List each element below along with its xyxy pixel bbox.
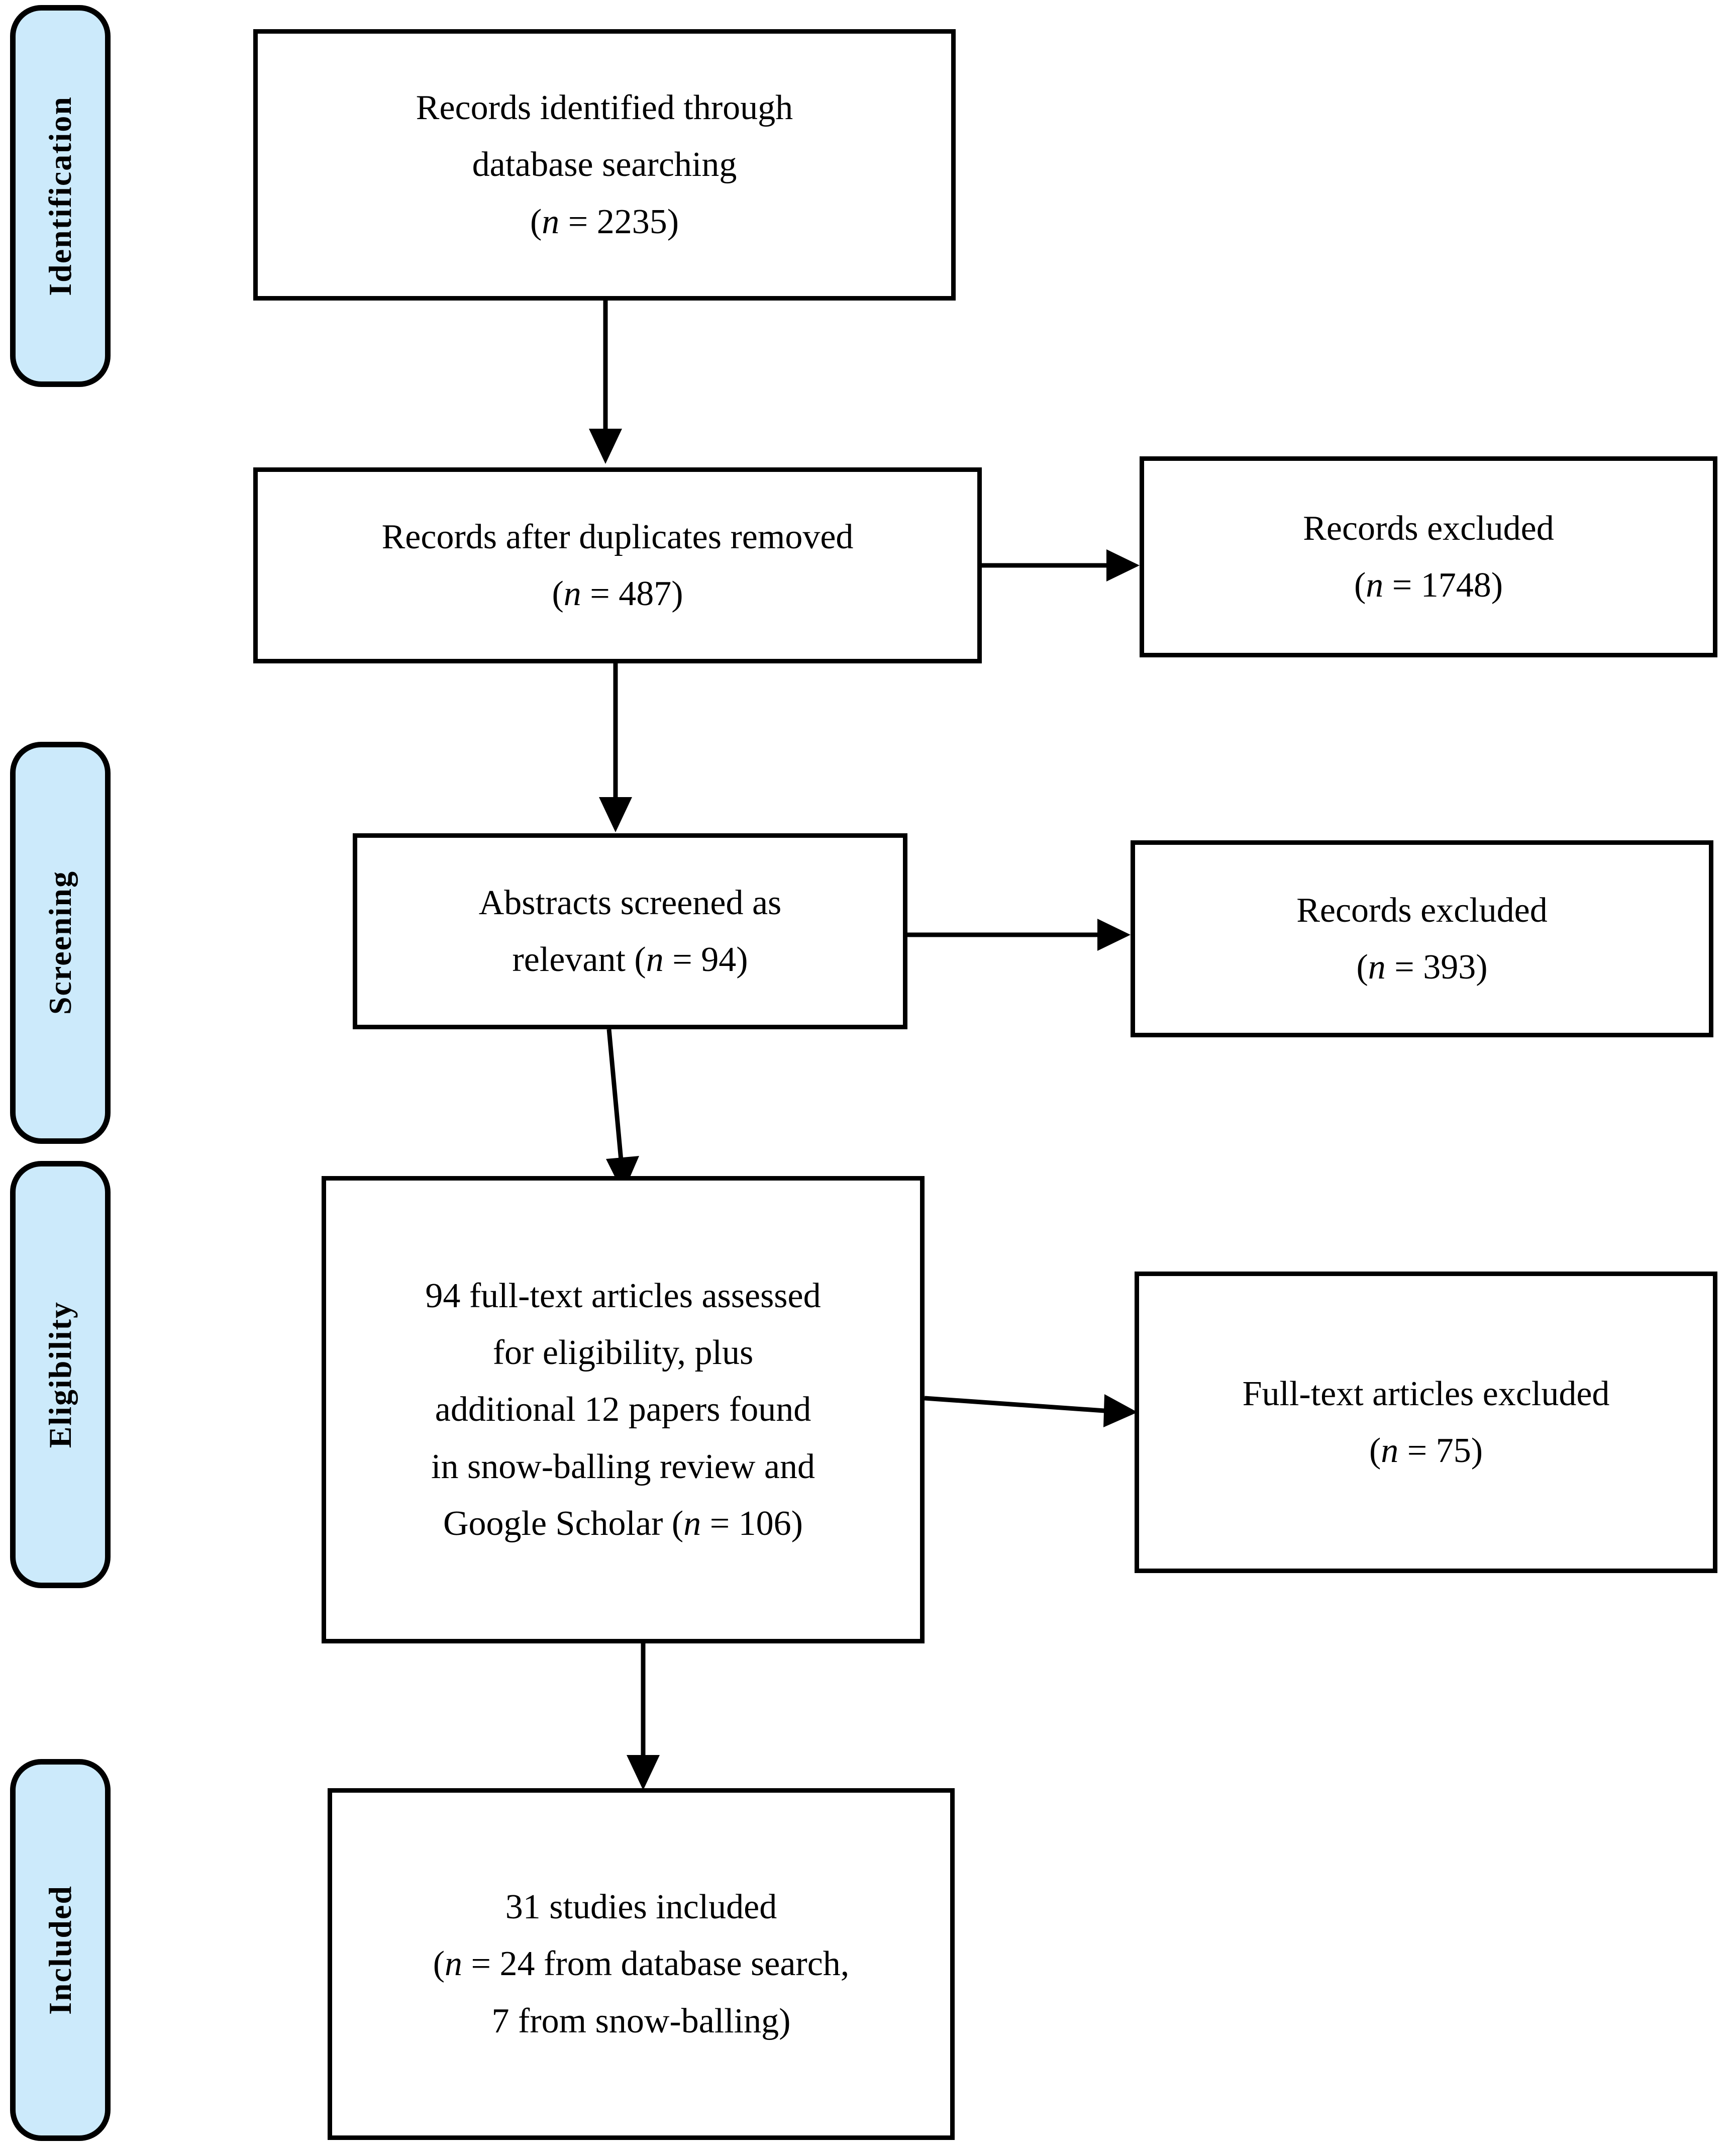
arrow-identified-to-duplicates <box>573 301 638 466</box>
box-records-identified-line-2: database searching <box>472 145 737 184</box>
box-fulltext-line-4: in snow-balling review and <box>431 1447 815 1486</box>
box-full-text-excluded: Full-text articles excluded (n = 75) <box>1135 1272 1717 1573</box>
box-duplicates-n-post: = 487) <box>581 574 683 613</box>
stage-label-eligibility: Eligibility <box>42 1301 78 1448</box>
box-included-n-pre: ( <box>433 1944 445 1984</box>
box-fulltext-line-1: 94 full-text articles assessed <box>425 1276 821 1315</box>
arrow-abstracts-to-fulltext <box>583 1029 663 1195</box>
box-abstracts-line-1: Abstracts screened as <box>478 883 782 922</box>
box-excluded-2-line-2: (n = 393) <box>1356 939 1487 996</box>
box-records-excluded-screening: Records excluded (n = 393) <box>1131 840 1713 1037</box>
box-abstracts-n-post: = 94) <box>663 940 748 979</box>
arrow-duplicates-to-abstracts <box>583 663 648 834</box>
stage-pill-screening: Screening <box>10 742 111 1144</box>
box-included-line-3: 7 from snow-balling) <box>491 2001 791 2040</box>
box-records-identified-line-1: Records identified through <box>416 88 793 127</box>
box-excluded-2-n-symbol: n <box>1368 948 1386 987</box>
arrow-duplicates-to-excluded-1 <box>982 533 1143 598</box>
box-duplicates-line-2: (n = 487) <box>552 565 683 622</box>
box-abstracts-n-symbol: n <box>646 940 664 979</box>
box-excluded-3-n-post: = 75) <box>1398 1431 1483 1470</box>
box-excluded-1-n-pre: ( <box>1354 566 1366 605</box>
box-abstracts-n-pre: relevant ( <box>512 940 646 979</box>
box-included-n-symbol: n <box>445 1944 463 1984</box>
box-excluded-2-n-post: = 393) <box>1385 948 1488 987</box>
box-excluded-3-line-2: (n = 75) <box>1369 1422 1483 1479</box>
arrow-fulltext-to-excluded-3 <box>924 1372 1141 1442</box>
box-excluded-1-line-2: (n = 1748) <box>1354 557 1503 614</box>
box-included-line-1: 31 studies included <box>505 1887 777 1926</box>
stage-pill-eligibility: Eligibility <box>10 1161 111 1588</box>
box-records-excluded-duplicates: Records excluded (n = 1748) <box>1140 456 1717 657</box>
box-included-n-post: = 24 from database search, <box>462 1944 850 1984</box>
box-records-identified: Records identified through database sear… <box>253 29 956 301</box>
box-records-identified-n-post: = 2235) <box>559 202 679 241</box>
box-duplicates-n-pre: ( <box>552 574 564 613</box>
stage-label-identification: Identification <box>42 96 78 296</box>
stage-label-included: Included <box>42 1885 78 2015</box>
box-fulltext-n-post: = 106) <box>701 1504 803 1543</box>
box-records-identified-line-3: (n = 2235) <box>530 193 679 250</box>
arrow-abstracts-to-excluded-2 <box>907 902 1134 967</box>
box-excluded-1-line-1: Records excluded <box>1303 509 1554 548</box>
box-records-identified-n-symbol: n <box>542 202 560 241</box>
box-excluded-1-n-post: = 1748) <box>1383 566 1503 605</box>
box-records-identified-n-pre: ( <box>530 202 542 241</box>
box-excluded-2-n-pre: ( <box>1356 948 1368 987</box>
box-fulltext-line-5: Google Scholar (n = 106) <box>443 1495 803 1552</box>
stage-label-screening: Screening <box>42 870 78 1015</box>
box-fulltext-line-3: additional 12 papers found <box>435 1390 811 1429</box>
stage-pill-identification: Identification <box>10 5 111 387</box>
box-fulltext-n-pre: Google Scholar ( <box>443 1504 684 1543</box>
box-duplicates-line-1: Records after duplicates removed <box>381 517 854 556</box>
box-duplicates-n-symbol: n <box>563 574 581 613</box>
box-excluded-3-n-pre: ( <box>1369 1431 1381 1470</box>
box-records-after-duplicates-removed: Records after duplicates removed (n = 48… <box>253 467 982 663</box>
stage-pill-included: Included <box>10 1759 111 2141</box>
box-excluded-2-line-1: Records excluded <box>1296 891 1548 930</box>
box-fulltext-n-symbol: n <box>683 1504 701 1543</box>
box-included-line-2: (n = 24 from database search, <box>433 1935 850 1992</box>
box-excluded-3-line-1: Full-text articles excluded <box>1242 1374 1610 1413</box>
box-excluded-1-n-symbol: n <box>1366 566 1384 605</box>
box-full-text-assessed: 94 full-text articles assessed for eligi… <box>322 1176 925 1643</box>
box-abstracts-screened: Abstracts screened as relevant (n = 94) <box>353 833 907 1029</box>
box-fulltext-line-2: for eligibility, plus <box>492 1333 754 1372</box>
box-studies-included: 31 studies included (n = 24 from databas… <box>328 1788 955 2140</box>
box-abstracts-line-2: relevant (n = 94) <box>512 931 748 988</box>
box-excluded-3-n-symbol: n <box>1381 1431 1399 1470</box>
arrow-fulltext-to-included <box>610 1642 676 1793</box>
